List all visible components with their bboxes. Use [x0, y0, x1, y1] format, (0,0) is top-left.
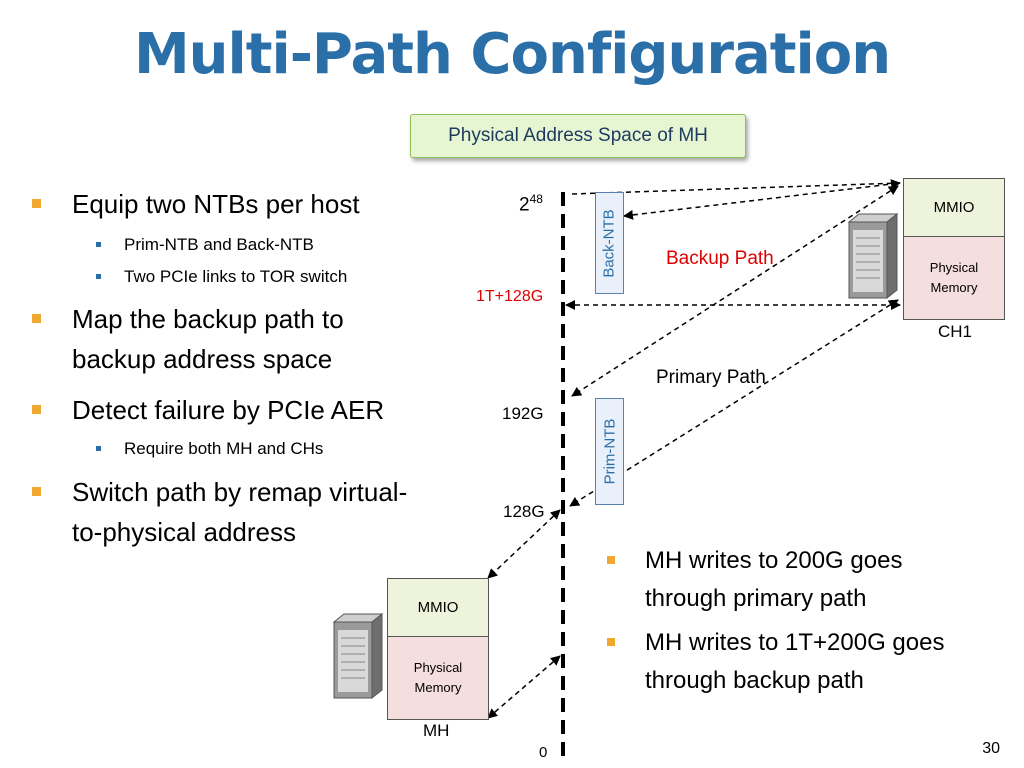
- sub-bullet-ntb-names: Prim-NTB and Back-NTB: [96, 234, 314, 256]
- bullet-backup-write: MH writes to 1T+200G goes through backup…: [607, 624, 944, 700]
- sub-bullet-require-both: Require both MH and CHs: [96, 438, 323, 460]
- mh-server-icon: [332, 612, 384, 700]
- bullet-square-icon: [32, 487, 41, 496]
- bullet-equip-ntbs: Equip two NTBs per host: [32, 184, 360, 224]
- ch1-server-icon: [847, 212, 899, 300]
- arrow-primary-path: [569, 299, 899, 507]
- bullet-square-icon: [32, 314, 41, 323]
- sub-bullet-pcie-links: Two PCIe links to TOR switch: [96, 266, 347, 288]
- sub-bullet-square-icon: [96, 446, 101, 451]
- axis-label-1t-128g: 1T+128G: [476, 288, 544, 305]
- axis-label-zero: 0: [539, 744, 548, 761]
- slide-title: Multi-Path Configuration: [133, 22, 891, 87]
- mh-label: MH: [423, 721, 450, 740]
- axis-label-192g: 192G: [502, 404, 544, 423]
- sub-bullet-square-icon: [96, 274, 101, 279]
- primary-path-label: Primary Path: [656, 367, 766, 388]
- bullet-switch-path: Switch path by remap virtual- to-physica…: [32, 472, 407, 552]
- bullet-detect-failure: Detect failure by PCIe AER: [32, 390, 384, 430]
- mh-mmio-region: MMIO: [388, 579, 488, 637]
- bullet-primary-write: MH writes to 200G goes through primary p…: [607, 542, 902, 618]
- ch1-label: CH1: [938, 322, 973, 341]
- prim-ntb-box: Prim-NTB: [595, 398, 624, 505]
- bullet-square-icon: [32, 405, 41, 414]
- bullet-square-icon: [32, 199, 41, 208]
- sub-bullet-square-icon: [96, 242, 101, 247]
- axis-label-top: 248: [519, 192, 543, 216]
- back-ntb-box: Back-NTB: [595, 192, 624, 294]
- bullet-map-backup: Map the backup path to backup address sp…: [32, 299, 344, 379]
- backup-path-label: Backup Path: [666, 248, 774, 269]
- page-number: 30: [982, 740, 1000, 757]
- arrow-backup-path: [571, 185, 899, 397]
- bullet-square-icon: [607, 556, 615, 564]
- arrow-mh-physical: [487, 655, 561, 719]
- arrow-mh-mmio: [487, 509, 561, 579]
- address-space-label: Physical Address Space of MH: [410, 114, 746, 158]
- ch1-mmio-region: MMIO: [904, 179, 1004, 237]
- axis-label-128g: 128G: [503, 502, 545, 521]
- bullet-square-icon: [607, 638, 615, 646]
